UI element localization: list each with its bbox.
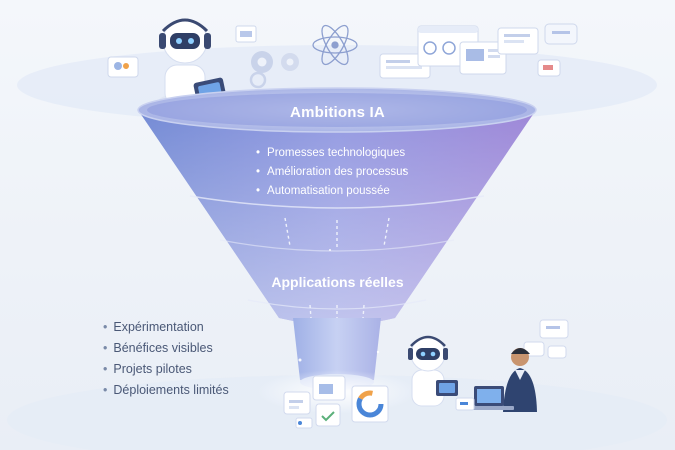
robot-icon [408,335,448,407]
pie-chart-icon [312,375,389,423]
ambitions-list: Promesses technologiques Amélioration de… [256,144,408,201]
gear-icon [249,71,267,89]
funnel-title-applications: Applications réelles [271,274,404,290]
list-item: Déploiements limités [103,380,228,401]
results-list: Expérimentation Bénéfices visibles Proje… [103,317,229,401]
chat-bubble-icon [523,319,569,359]
list-item: Projets pilotes [103,359,229,380]
list-item: Expérimentation [103,317,229,338]
list-item: Amélioration des processus [256,163,408,182]
gear-icon [281,53,299,71]
dashboard-window-icon [107,25,257,78]
list-item: Bénéfices visibles [103,338,229,359]
funnel-spout [293,318,381,386]
list-item: Promesses technologiques [256,144,408,163]
gear-icon [251,51,273,73]
document-icon [283,391,341,429]
cloud-icon [455,397,475,411]
person-icon [503,348,537,412]
tablet-icon [436,380,458,396]
funnel-title-ambitions: Ambitions IA [290,104,385,121]
dashboard-window-icon [379,25,539,79]
laptop-icon [466,386,514,410]
chat-bubble-icon [537,23,578,77]
list-item: Automatisation poussée [256,182,408,201]
